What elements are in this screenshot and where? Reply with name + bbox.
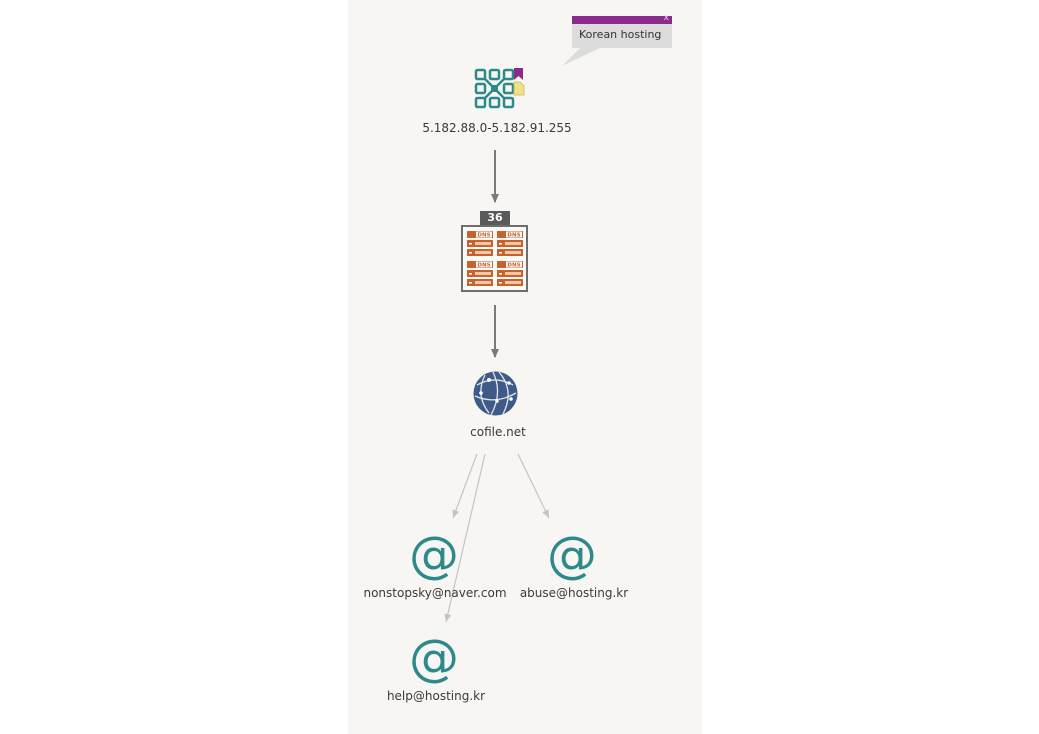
globe-icon <box>473 371 518 416</box>
email-nonstopsky-label: nonstopsky@naver.com <box>363 586 507 600</box>
note-text: Korean hosting <box>579 28 662 41</box>
svg-text:DNS: DNS <box>477 263 490 269</box>
domain-label: cofile.net <box>470 425 526 439</box>
note-icon <box>513 81 525 96</box>
dns-server-icon: DNS <box>467 231 493 257</box>
node-ip-range[interactable] <box>474 68 526 112</box>
ip-range-label: 5.182.88.0-5.182.91.255 <box>422 121 572 135</box>
at-icon: @ <box>409 526 459 584</box>
email-abuse-label: abuse@hosting.kr <box>519 586 629 600</box>
dns-server-icon: DNS <box>497 261 523 287</box>
svg-text:DNS: DNS <box>507 263 520 269</box>
svg-text:DNS: DNS <box>507 233 520 239</box>
bookmark-icon <box>514 68 523 80</box>
network-block-icon <box>474 68 525 109</box>
at-icon: @ <box>409 629 459 687</box>
dns-server-icon: DNS <box>497 231 523 257</box>
graph-canvas[interactable] <box>348 0 702 734</box>
note-header-bar <box>572 16 672 24</box>
node-dns-group[interactable]: DNS DNS DNS DNS <box>461 225 528 292</box>
note-korean-hosting[interactable]: x Korean hosting <box>572 13 672 48</box>
node-domain[interactable] <box>473 371 518 416</box>
dns-server-icon: DNS <box>467 261 493 287</box>
email-help-label: help@hosting.kr <box>386 689 486 703</box>
svg-text:DNS: DNS <box>477 233 490 239</box>
edge-domain-to-email2 <box>517 453 550 519</box>
at-icon: @ <box>547 526 597 584</box>
edge-domain-to-email3 <box>444 453 486 623</box>
note-pointer <box>562 48 600 66</box>
edge-domain-to-email1 <box>452 453 478 519</box>
dns-count-badge: 36 <box>480 211 510 225</box>
note-close-icon[interactable]: x <box>663 13 669 23</box>
